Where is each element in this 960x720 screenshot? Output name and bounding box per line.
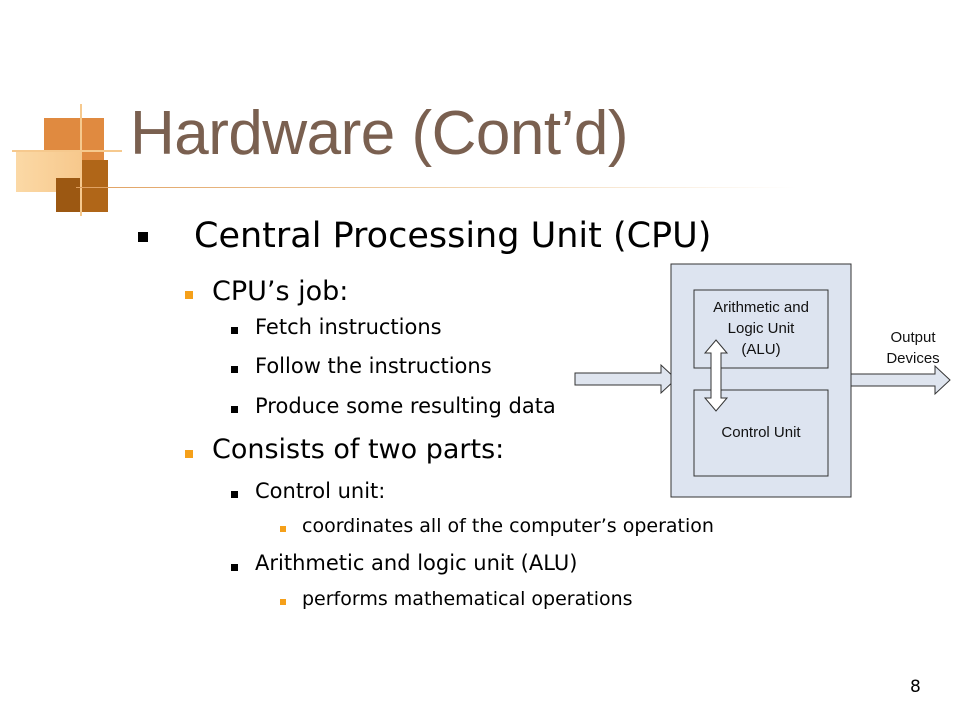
bullet-alu-desc: performs mathematical operations	[302, 588, 633, 610]
control-unit-box	[693, 389, 829, 477]
decor-vertical-line	[80, 104, 82, 216]
bullet-marker	[231, 366, 238, 373]
bullet-marker	[185, 291, 193, 299]
bullet-marker	[231, 406, 238, 413]
decor-horizontal-line	[12, 150, 122, 152]
bullet-marker	[231, 491, 238, 498]
bullet-parts: Consists of two parts:	[212, 434, 505, 465]
bullet-alu: Arithmetic and logic unit (ALU)	[255, 551, 578, 575]
alu-box	[693, 289, 829, 369]
decor-square-dark	[56, 178, 80, 212]
alu-label-line2: Logic Unit	[728, 320, 796, 337]
bullet-fetch: Fetch instructions	[255, 315, 442, 339]
output-label-line1: Output	[890, 329, 936, 346]
output-arrow	[850, 364, 951, 396]
alu-label-line1: Arithmetic and	[713, 299, 809, 316]
slide-title: Hardware (Cont’d)	[130, 99, 629, 168]
bullet-marker	[280, 599, 286, 605]
decor-square-brown	[80, 160, 108, 212]
bullet-marker	[231, 564, 238, 571]
cpu-box	[670, 263, 852, 498]
bullet-marker	[280, 526, 286, 532]
bullet-control-unit: Control unit:	[255, 479, 386, 503]
title-underline	[76, 187, 796, 188]
output-label-line2: Devices	[886, 350, 939, 367]
bullet-follow: Follow the instructions	[255, 354, 492, 378]
control-unit-label: Control Unit	[721, 424, 801, 441]
bullet-cpu: Central Processing Unit (CPU)	[194, 216, 712, 256]
bullet-marker	[231, 327, 238, 334]
bullet-marker	[185, 450, 193, 458]
bullet-control-unit-desc: coordinates all of the computer’s operat…	[302, 515, 714, 537]
alu-label-line3: (ALU)	[741, 341, 780, 358]
double-arrow	[703, 339, 729, 412]
bullet-produce: Produce some resulting data	[255, 394, 556, 418]
input-arrow	[574, 363, 677, 395]
bullet-square-black	[138, 232, 148, 242]
slide-number: 8	[910, 677, 921, 697]
bullet-cpu-job: CPU’s job:	[212, 276, 349, 307]
